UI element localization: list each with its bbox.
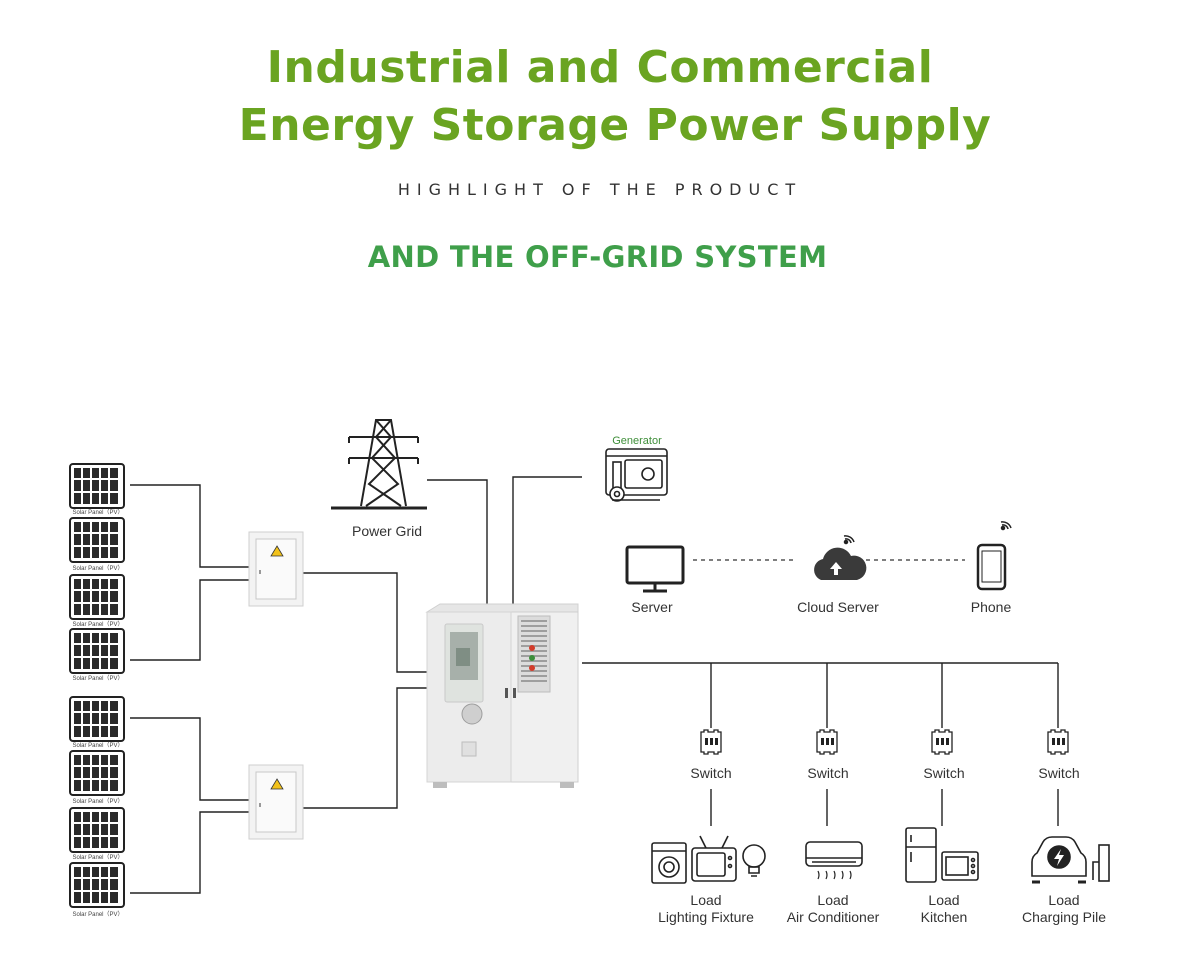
load-label: Load	[690, 892, 721, 908]
solar-panel-icon	[69, 628, 125, 674]
energy-storage-cabinet-icon	[425, 603, 579, 788]
switch-label: Switch	[807, 765, 848, 781]
load-name-charging-pile: Charging Pile	[1022, 909, 1106, 925]
solar-panel-label: Solar Panel（PV）	[72, 742, 123, 749]
load-name-lighting-fixture: Lighting Fixture	[658, 909, 754, 925]
solar-panel-icon	[69, 517, 125, 563]
combiner-box-icon	[248, 531, 304, 607]
cloud-server-icon	[814, 547, 867, 580]
title-line-1: Industrial and Commercial	[266, 42, 934, 93]
solar-panel-label: Solar Panel（PV）	[72, 621, 123, 628]
generator-label: Generator	[612, 435, 662, 447]
subtitle: AND THE OFF-GRID SYSTEM	[367, 240, 828, 274]
solar-panel-label: Solar Panel（PV）	[72, 798, 123, 805]
solar-panel-label: Solar Panel（PV）	[72, 565, 123, 572]
switch-icon	[816, 729, 838, 755]
highlight-heading: HIGHLIGHT OF THE PRODUCT	[397, 180, 803, 199]
wifi-icon	[1000, 521, 1012, 531]
combiner-box-icon	[248, 764, 304, 840]
solar-panel-icon	[69, 750, 125, 796]
phone-label: Phone	[971, 599, 1012, 615]
wiring	[130, 476, 1059, 894]
power-grid-label: Power Grid	[352, 523, 422, 539]
solar-panel-label: Solar Panel（PV）	[72, 911, 123, 918]
solar-panel-label: Solar Panel（PV）	[72, 675, 123, 682]
kitchen-load-icon	[905, 827, 979, 883]
title-line-2: Energy Storage Power Supply	[238, 100, 992, 151]
solar-panel-icon	[69, 807, 125, 853]
cloud-server-label: Cloud Server	[797, 599, 879, 615]
load-name-kitchen: Kitchen	[921, 909, 968, 925]
load-label: Load	[1048, 892, 1079, 908]
switch-icon	[1047, 729, 1069, 755]
switch-label: Switch	[690, 765, 731, 781]
solar-panel-icon	[69, 696, 125, 742]
solar-panel-label: Solar Panel（PV）	[72, 509, 123, 516]
solar-panel-group-1: Solar Panel（PV） Solar Panel（PV） Solar Pa…	[69, 463, 125, 682]
solar-panel-label: Solar Panel（PV）	[72, 854, 123, 861]
air-conditioner-load-icon	[805, 841, 863, 880]
solar-panel-icon	[69, 574, 125, 620]
load-name-air-conditioner: Air Conditioner	[787, 909, 880, 925]
switch-icon	[700, 729, 722, 755]
charging-pile-load-icon	[1031, 836, 1110, 884]
lighting-fixture-load-icon	[651, 835, 766, 884]
load-label: Load	[817, 892, 848, 908]
solar-panel-group-2: Solar Panel（PV） Solar Panel（PV） Solar Pa…	[69, 696, 125, 918]
power-tower-icon	[331, 419, 427, 510]
switch-label: Switch	[923, 765, 964, 781]
generator-icon	[605, 448, 668, 502]
load-label: Load	[928, 892, 959, 908]
wifi-icon	[843, 535, 855, 545]
server-monitor-icon	[625, 545, 685, 593]
phone-icon	[976, 543, 1007, 591]
switch-label: Switch	[1038, 765, 1079, 781]
server-label: Server	[631, 599, 673, 615]
switch-icon	[931, 729, 953, 755]
solar-panel-icon	[69, 862, 125, 908]
solar-panel-icon	[69, 463, 125, 509]
